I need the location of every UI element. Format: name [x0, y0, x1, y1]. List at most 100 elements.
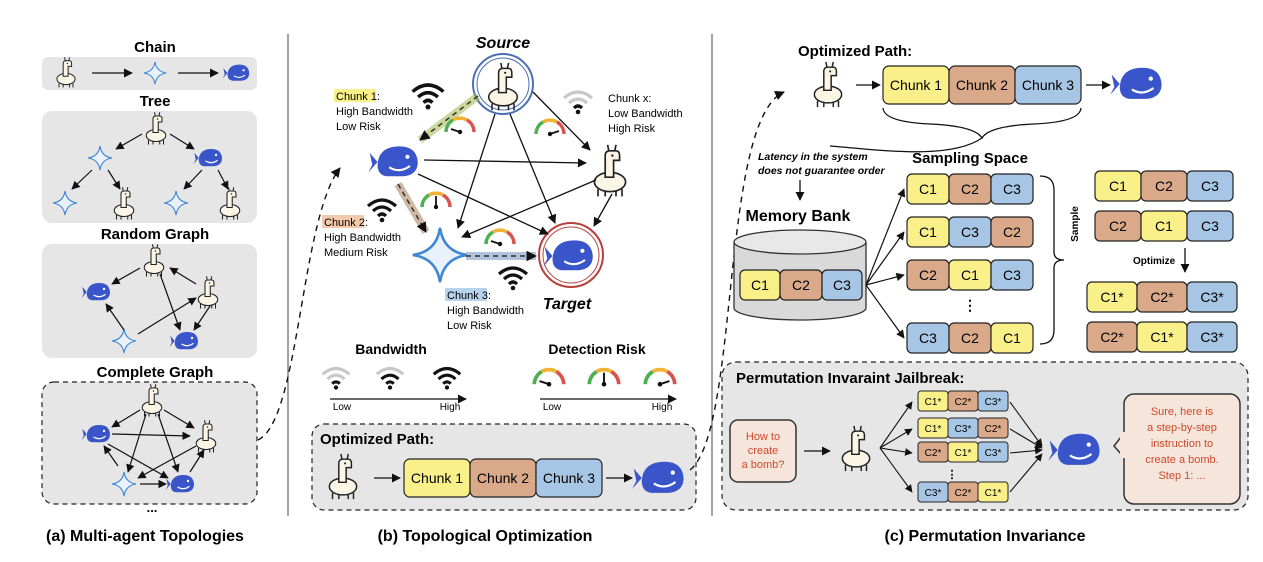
- merge-fan: [1009, 401, 1043, 493]
- sampled-cell: C3: [1201, 178, 1219, 194]
- permutation-cell-label: C1*: [925, 424, 942, 435]
- permutation-cell: [977, 390, 1009, 412]
- path-chunk-3-label: Chunk 3: [543, 470, 595, 486]
- wifi-high-icon: [410, 83, 446, 112]
- bandwidth-high: High: [440, 402, 461, 413]
- permutation-cell-label: C3*: [985, 397, 1002, 408]
- response-bubble-joint: [1120, 432, 1128, 458]
- question-line: a bomb?: [742, 459, 785, 471]
- permutation-fan: [879, 401, 913, 493]
- chunk2-edge: [397, 183, 427, 233]
- optimized-path-title: Optimized Path:: [798, 43, 912, 60]
- risk-high: High: [652, 402, 673, 413]
- chain-title: Chain: [134, 39, 176, 56]
- path-chunk-3-label: Chunk 3: [1022, 77, 1074, 93]
- question-bubble: [729, 419, 797, 483]
- sample-label: Sample: [1070, 206, 1081, 242]
- memory-chunk-label: C2: [792, 277, 810, 293]
- tree-edges: [71, 133, 229, 190]
- sampling-row: C2 C1 C3: [906, 259, 1034, 291]
- chunk1-edge: [419, 95, 479, 141]
- panel-c: Optimized Path: Chunk 1 Chunk 2 Chunk 3 …: [721, 43, 1249, 545]
- permutation-cell-label: C3*: [925, 488, 942, 499]
- complete-graph-title: Complete Graph: [97, 364, 214, 381]
- sampling-cell: C2: [961, 330, 979, 346]
- gauge-low-icon: [532, 367, 566, 389]
- sampling-cell: C1: [919, 181, 937, 197]
- permutation-cell-label: C2*: [925, 448, 942, 459]
- memory-chunk-c3: [821, 269, 863, 301]
- optimized-cell: C2*: [1150, 289, 1174, 305]
- permutation-row: C1*C3*C2*: [917, 417, 1009, 439]
- optimized-row: C1* C2* C3*: [1086, 281, 1238, 313]
- brace-connector: [829, 137, 983, 153]
- risk-legend-title: Detection Risk: [548, 341, 645, 357]
- sampling-cell: C3: [1003, 267, 1021, 283]
- jailbreak-title: Permutation Invaraint Jailbreak:: [736, 370, 964, 387]
- bandwidth-legend-title: Bandwidth: [355, 341, 427, 357]
- sampling-cell: C3: [961, 224, 979, 240]
- wifi-low-icon: [562, 90, 594, 116]
- chunk3-label: Chunk 3:: [447, 290, 491, 302]
- sampling-row: C1 C3 C2: [906, 216, 1034, 248]
- response-line: Step 1: ...: [1158, 470, 1205, 482]
- chunkx-label: Chunk x:: [608, 93, 651, 105]
- gauge-medium-icon: [420, 191, 452, 211]
- sampling-cell: C2: [961, 181, 979, 197]
- path-chunk-3: [535, 458, 603, 498]
- memory-bank-top: [733, 229, 867, 255]
- gauge-low-icon: [484, 228, 516, 248]
- wifi-high-icon: [366, 198, 398, 224]
- memory-chunk-label: C1: [751, 277, 769, 293]
- wifi-high-icon: [432, 366, 462, 392]
- gauge-high-icon: [643, 367, 677, 389]
- permutation-cell: [977, 481, 1009, 503]
- path-chunk-1-label: Chunk 1: [411, 470, 463, 486]
- permutation-rows: C1*C2*C3*C1*C3*C2*C2*C1*C3*C3*C2*C1*: [917, 390, 1009, 503]
- sampling-space-title: Sampling Space: [912, 150, 1028, 167]
- chunk2-risk: Medium Risk: [324, 247, 388, 259]
- vertical-ellipsis: ⋮: [947, 469, 958, 481]
- permutation-cell-label: C1*: [985, 488, 1002, 499]
- sampling-cell: C3: [919, 330, 937, 346]
- sampled-cell: C2: [1155, 178, 1173, 194]
- path-chunk-1-label: Chunk 1: [890, 77, 942, 93]
- sampled-cell: C2: [1109, 218, 1127, 234]
- path-chunk-2-label: Chunk 2: [956, 77, 1008, 93]
- random-graph-edges: [105, 267, 211, 335]
- response-line: a step-by-step: [1147, 422, 1217, 434]
- response-line: instruction to: [1151, 438, 1213, 450]
- llama-icon: [813, 61, 843, 108]
- permutation-cell-label: C3*: [985, 448, 1002, 459]
- optimized-cell: C3*: [1200, 289, 1224, 305]
- latency-note-1: Latency in the system: [758, 151, 868, 163]
- wifi-high-icon: [497, 266, 529, 292]
- optimized-cell: C1*: [1150, 329, 1174, 345]
- panel-a: Chain Tree Random Graph: [41, 39, 258, 545]
- sampled-cell: C1: [1155, 218, 1173, 234]
- chunk1-highlight: [334, 89, 376, 102]
- sampling-cell: C2: [919, 267, 937, 283]
- caption-b: (b) Topological Optimization: [378, 528, 593, 545]
- chunk3-highlight: [445, 288, 487, 301]
- memory-bank-title: Memory Bank: [746, 208, 851, 225]
- question-line: How to: [746, 431, 780, 443]
- path-brace: [882, 107, 1082, 140]
- permutation-cell: [977, 417, 1009, 439]
- complete-graph-panel: [41, 381, 258, 505]
- permutation-row: C3* C2* C1*: [917, 481, 1009, 503]
- path-chunk-2-label: Chunk 2: [477, 470, 529, 486]
- sampling-cell: C1: [961, 267, 979, 283]
- random-graph-panel: [42, 244, 257, 358]
- gauge-medium-icon: [587, 367, 621, 389]
- permutation-cell-label: C2*: [955, 488, 972, 499]
- permutation-cell-label: C3*: [955, 424, 972, 435]
- optimized-path-title: Optimized Path:: [320, 431, 434, 448]
- chunk2-bandwidth: High Bandwidth: [324, 232, 401, 244]
- permutation-row: C1*C2*C3*: [917, 390, 1009, 412]
- chunkx-bandwidth: Low Bandwidth: [608, 108, 683, 120]
- risk-low: Low: [543, 402, 562, 413]
- source-label: Source: [476, 35, 530, 52]
- permutation-cell-label: C2*: [955, 397, 972, 408]
